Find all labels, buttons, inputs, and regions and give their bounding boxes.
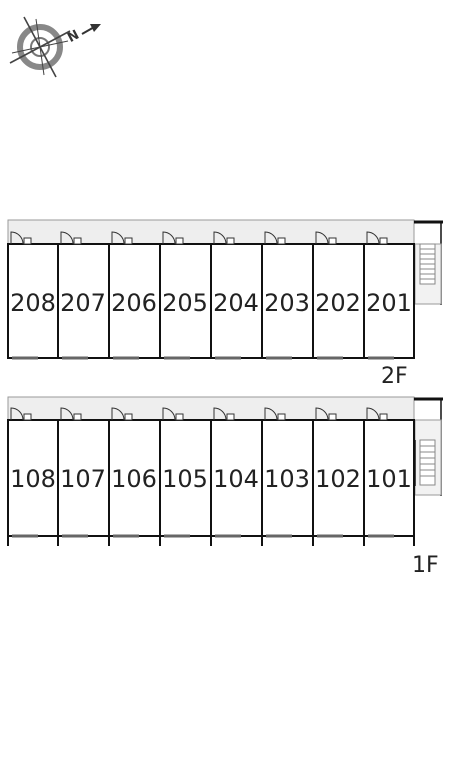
unit-205[interactable]: 205 [159,231,208,360]
unit-103[interactable]: 103 [261,407,310,546]
floor-label-2f: 2F [381,364,408,389]
unit-107[interactable]: 107 [57,407,106,546]
unit-203[interactable]: 203 [261,231,310,360]
floor-1F: 108 107 106 105 104 [7,396,443,578]
unit-101[interactable]: 101 [363,407,412,546]
unit-number-104: 104 [213,465,259,493]
unit-106[interactable]: 106 [108,407,157,546]
unit-number-208: 208 [10,289,56,317]
unit-number-103: 103 [264,465,310,493]
unit-number-101: 101 [366,465,412,493]
unit-201[interactable]: 201 [363,231,412,360]
unit-206[interactable]: 206 [108,231,157,360]
corridor-1f [7,396,415,421]
corridor-2f [7,219,415,245]
unit-204[interactable]: 204 [210,231,259,360]
unit-105[interactable]: 105 [159,407,208,546]
unit-number-201: 201 [366,289,412,317]
unit-number-105: 105 [162,465,208,493]
stair-2f [414,243,442,305]
unit-202[interactable]: 202 [312,231,361,360]
unit-number-206: 206 [111,289,157,317]
unit-number-204: 204 [213,289,259,317]
unit-number-203: 203 [264,289,310,317]
unit-208[interactable]: 208 [7,231,56,360]
floor-label-1f: 1F [412,553,439,578]
unit-number-108: 108 [10,465,56,493]
north-compass-icon [9,16,71,78]
unit-number-205: 205 [162,289,208,317]
unit-number-207: 207 [60,289,106,317]
unit-102[interactable]: 102 [312,407,361,546]
unit-number-107: 107 [60,465,106,493]
unit-104[interactable]: 104 [210,407,259,546]
stair-1f [414,419,442,496]
unit-108[interactable]: 108 [7,407,56,546]
unit-number-102: 102 [315,465,361,493]
unit-number-202: 202 [315,289,361,317]
unit-number-106: 106 [111,465,157,493]
floor-2F: 208 207 206 205 204 [7,219,443,389]
unit-207[interactable]: 207 [57,231,106,360]
compass-north-label: N [65,28,82,46]
compass-north-arrow: N [65,24,101,46]
